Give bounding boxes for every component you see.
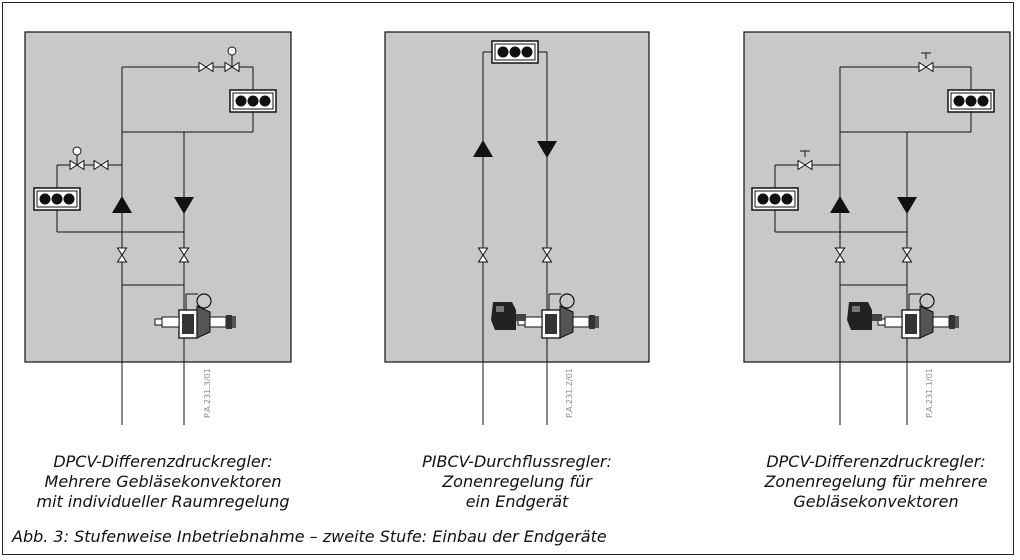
figure-frame: [2, 2, 1014, 555]
schematic-3-panel: [743, 31, 1011, 363]
caption-1-line-3: mit individueller Raumregelung: [36, 492, 290, 511]
schematic-2-code: P.A.231.2/01: [565, 368, 574, 418]
caption-3-line-1: DPCV-Differenzdruckregler:: [766, 452, 986, 471]
schematic-2: P.A.231.2/01: [384, 31, 650, 425]
caption-3-line-3: Gebläsekonvektoren: [793, 492, 959, 511]
caption-2-line-1: PIBCV-Durchflussregler:: [422, 452, 612, 471]
schematic-1: P.A.231.3/01: [24, 31, 292, 425]
schematic-3: P.A.231.1/01: [743, 31, 1011, 425]
caption-2-line-3: ein Endgerät: [465, 492, 569, 511]
caption-1-line-1: DPCV-Differenzdruckregler:: [53, 452, 273, 471]
schematic-2-panel: [384, 31, 650, 363]
caption-2: PIBCV-Durchflussregler: Zonenregelung fü…: [377, 452, 657, 512]
schematic-3-code: P.A.231.1/01: [925, 368, 934, 418]
figure-caption: Abb. 3: Stufenweise Inbetriebnahme – zwe…: [12, 527, 607, 546]
caption-1: DPCV-Differenzdruckregler: Mehrere Geblä…: [23, 452, 303, 512]
caption-1-line-2: Mehrere Gebläsekonvektoren: [44, 472, 282, 491]
caption-3: DPCV-Differenzdruckregler: Zonenregelung…: [736, 452, 1016, 512]
caption-2-line-2: Zonenregelung für: [442, 472, 592, 491]
caption-3-line-2: Zonenregelung für mehrere: [764, 472, 988, 491]
schematic-1-code: P.A.231.3/01: [203, 368, 212, 418]
